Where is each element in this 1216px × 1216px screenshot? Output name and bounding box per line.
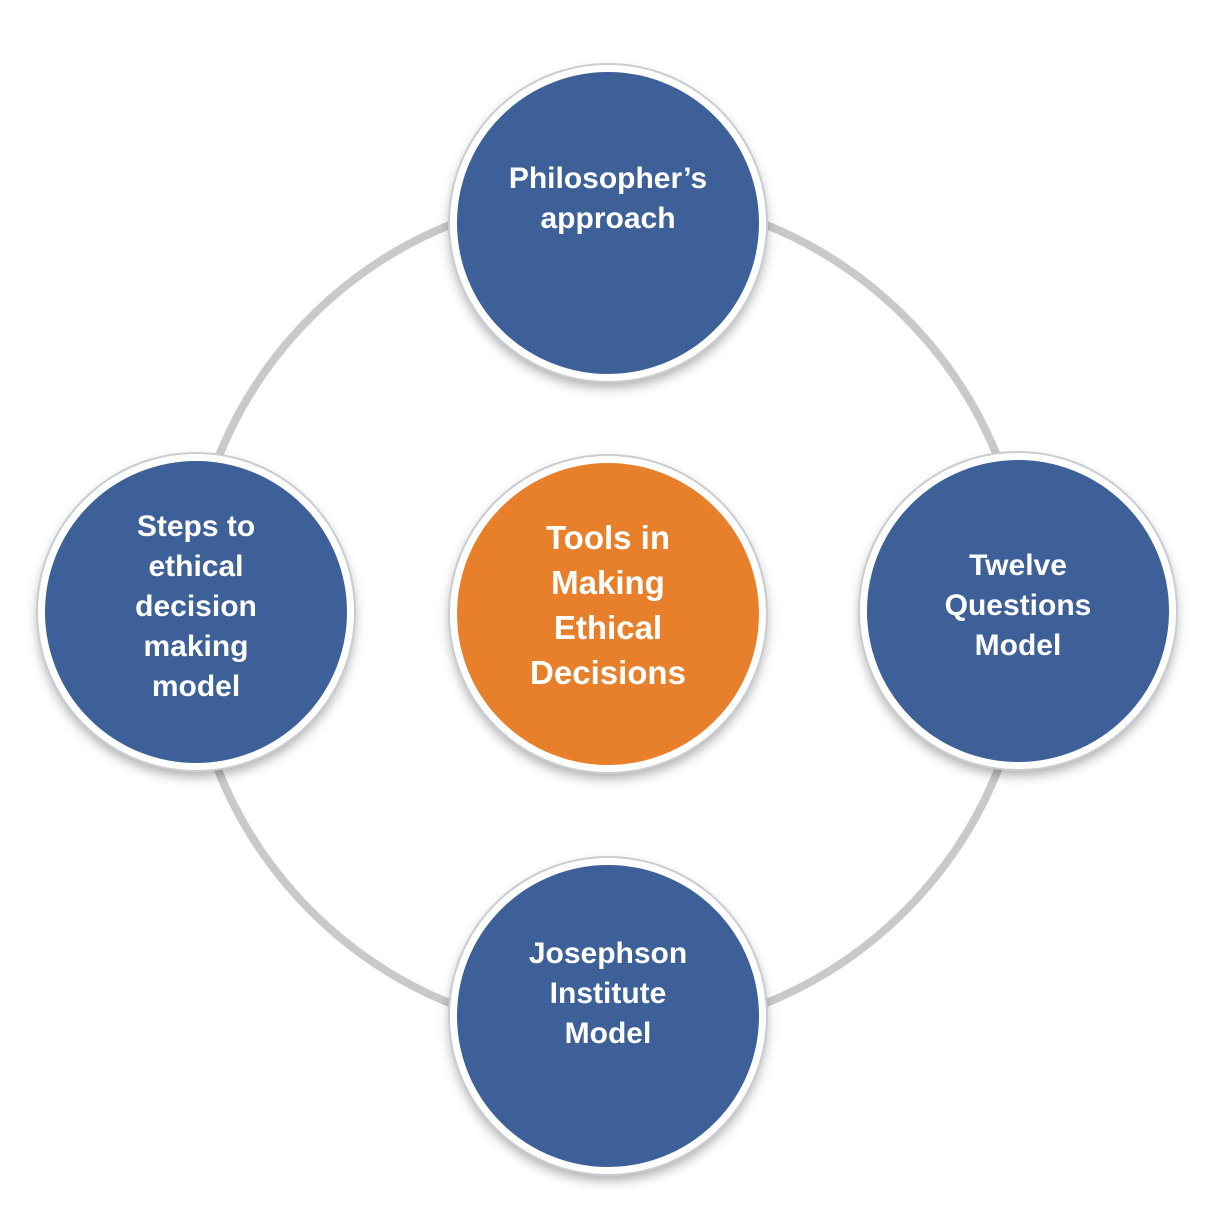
node-label-josephson-institute-model: Josephson Institute Model	[528, 937, 688, 1050]
center-node-tools: Tools in Making Ethical Decisions	[450, 456, 766, 772]
node-josephson-institute-model: Josephson Institute Model	[450, 858, 766, 1174]
center-node-label: Tools in Making Ethical Decisions	[530, 519, 686, 691]
node-label-steps-to-ethical-decision-making-model: Steps to ethical decision making model	[135, 510, 257, 703]
node-philosophers-approach: Philosopher’s approach	[450, 65, 766, 381]
node-label-philosophers-approach: Philosopher’s approach	[508, 162, 708, 235]
node-steps-to-ethical-decision-making-model: Steps to ethical decision making model	[38, 454, 354, 770]
node-label-twelve-questions-model: Twelve Questions Model	[944, 549, 1092, 662]
node-twelve-questions-model: Twelve Questions Model	[860, 453, 1176, 769]
